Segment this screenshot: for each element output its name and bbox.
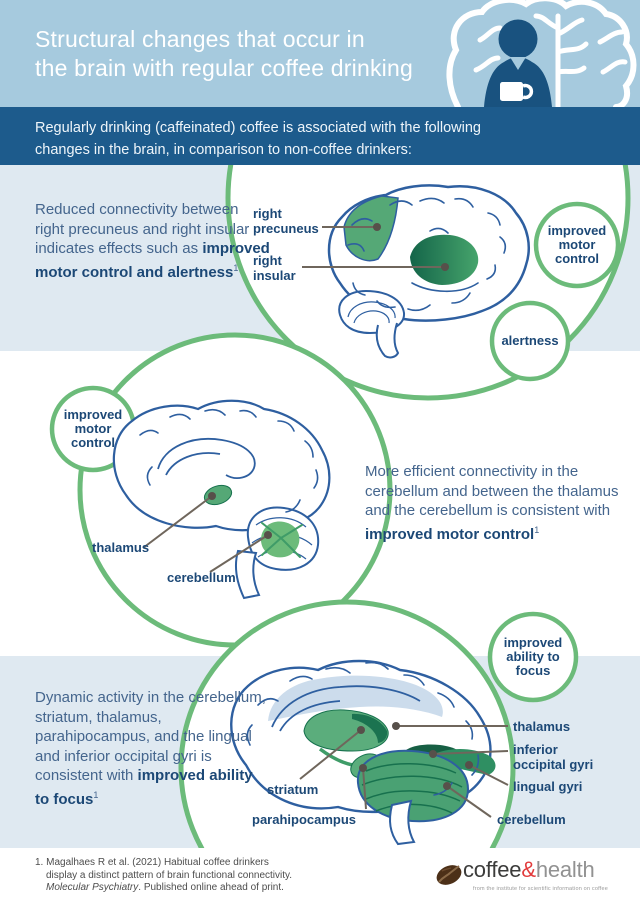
section1-text: Reduced connectivity between right precu…: [35, 201, 250, 257]
label-right-precuneus: right precuneus: [253, 206, 319, 236]
label-striatum: striatum: [267, 782, 319, 797]
reference-citation: 1. Magalhaes R et al. (2021) Habitual co…: [35, 857, 292, 895]
logo: coffee&health: [463, 857, 595, 883]
label-cerebellum-2: cerebellum: [167, 570, 236, 585]
section2-text: More efficient connectivity in the cereb…: [365, 463, 619, 519]
bubble-label-alertness: alertness: [501, 333, 559, 348]
title-line-1: Structural changes that occur in: [35, 26, 365, 52]
person-drinking-coffee-brain-icon: [446, 0, 637, 107]
mug-icon: [500, 82, 523, 101]
section2-text-bold: improved motor control: [365, 525, 535, 543]
brain-lateral-illustration: [327, 184, 530, 359]
section2-footnote-marker: 1: [534, 524, 540, 535]
label-inferior-occipital-gyri: inferior occipital gyri: [513, 742, 594, 772]
page-title: Structural changes that occur in the bra…: [35, 25, 413, 83]
intro-bar: Regularly drinking (caffeinated) coffee …: [0, 107, 640, 165]
section1-paragraph: Reduced connectivity between right precu…: [35, 200, 270, 282]
cerebellum-region: [246, 506, 320, 571]
label-lingual-gyri: lingual gyri: [513, 779, 583, 794]
label-thalamus-3: thalamus: [513, 719, 571, 734]
brain-outline-icon: [446, 0, 637, 107]
reference-line-2: display a distinct pattern of brain func…: [46, 869, 293, 881]
title-line-2: the brain with regular coffee drinking: [35, 55, 413, 81]
logo-word-coffee: coffee: [463, 857, 522, 882]
brain-sagittal-regions-illustration: [230, 659, 496, 846]
pointer-dots: [208, 223, 473, 790]
person-with-mug-icon: [484, 19, 552, 107]
section3-text: Dynamic activity in the cerebellum, stri…: [35, 689, 266, 784]
reference-line-1: 1. Magalhaes R et al. (2021) Habitual co…: [35, 857, 269, 868]
right-insular-region: [410, 234, 479, 285]
section3-text-bold: improved ability to focus: [35, 767, 253, 808]
label-thalamus-2: thalamus: [92, 540, 150, 555]
label-parahipocampus: parahipocampus: [252, 812, 357, 827]
reference-journal: Molecular Psychiatry: [46, 882, 139, 893]
bubble-label-motor-control-2: improved motor control: [63, 407, 123, 450]
reference-line-3: Molecular Psychiatry. Published online a…: [35, 882, 292, 895]
section2-paragraph: More efficient connectivity in the cereb…: [365, 462, 627, 544]
corpus-callosum-shaded-band: [268, 675, 443, 721]
bubble-label-ability-to-focus: improved ability to focus: [503, 635, 563, 678]
pointer-lines: [142, 226, 509, 818]
bubble-ability-to-focus: [487, 611, 579, 703]
section3-paragraph: Dynamic activity in the cerebellum, stri…: [35, 688, 270, 809]
bubble-label-motor-control-1: improved motor control: [547, 223, 607, 266]
logo-tagline: from the institute for scientific inform…: [473, 886, 609, 892]
reference-line-3-rest: . Published online ahead of print.: [138, 882, 284, 893]
label-cerebellum-3: cerebellum: [497, 812, 566, 827]
header: Structural changes that occur in the bra…: [0, 0, 640, 107]
intro-line-2: changes in the brain, in comparison to n…: [35, 141, 412, 158]
coffee-bean-icon: [436, 865, 462, 885]
brain-illustrations: [0, 165, 640, 848]
intro-line-1: Regularly drinking (caffeinated) coffee …: [35, 120, 481, 136]
section3-footnote-marker: 1: [93, 789, 99, 800]
intro-text: Regularly drinking (caffeinated) coffee …: [35, 118, 481, 161]
logo-ampersand: &: [521, 857, 536, 882]
logo-word-health: health: [535, 857, 595, 882]
section1-text-bold: improved motor control and alertness: [35, 240, 270, 281]
lingual-region: [432, 749, 496, 775]
bubble-alertness: [489, 300, 571, 382]
brain-sagittal-illustration: [112, 399, 331, 600]
bubble-motor-control-1: [533, 201, 621, 289]
label-right-insular: right insular: [253, 253, 296, 283]
section1-footnote-marker: 1: [233, 262, 239, 273]
